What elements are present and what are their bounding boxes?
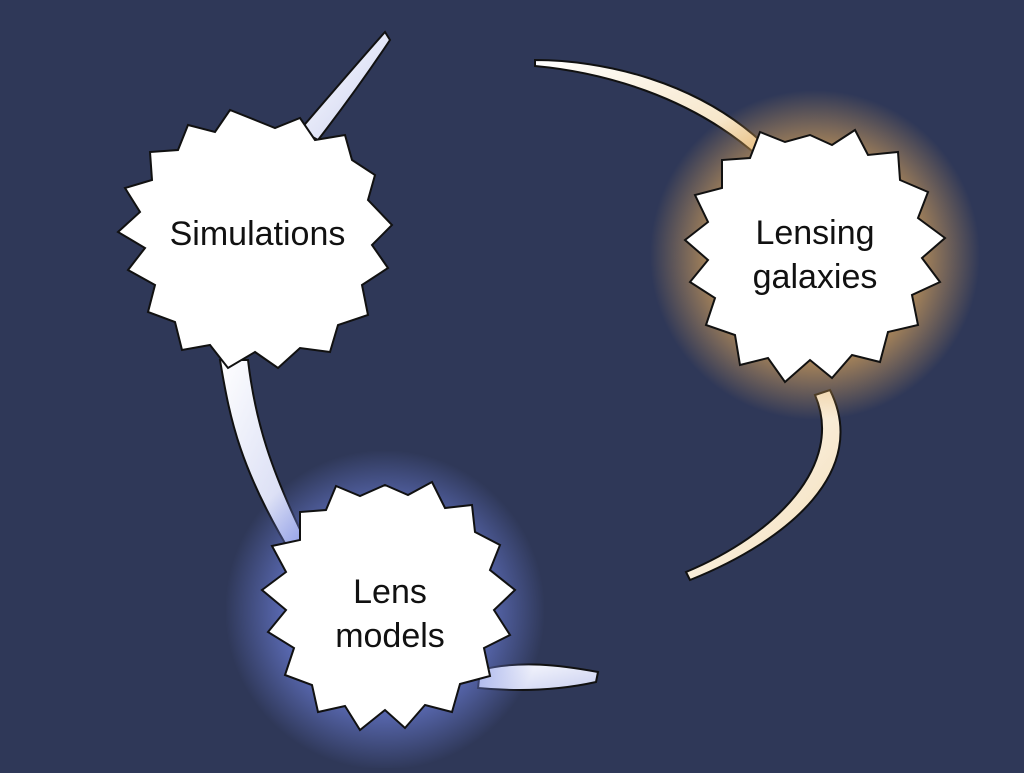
lensing-galaxies-label-line-2: galaxies <box>752 258 878 296</box>
lens-models-label: Lens models <box>305 570 475 658</box>
simulations-label: Simulations <box>155 212 360 256</box>
lens-models-node-shape <box>260 480 517 732</box>
lensing-galaxies-label-line-1: Lensing <box>755 214 875 252</box>
simulations-node-shape <box>116 108 394 370</box>
lensing-galaxies-node-shape <box>683 128 947 384</box>
simulations-label-line-1: Simulations <box>169 215 346 253</box>
lens-models-label-line-1: Lens <box>353 573 427 611</box>
lens-models-label-line-2: models <box>335 617 445 655</box>
lensing-galaxies-label: Lensing galaxies <box>725 211 905 299</box>
